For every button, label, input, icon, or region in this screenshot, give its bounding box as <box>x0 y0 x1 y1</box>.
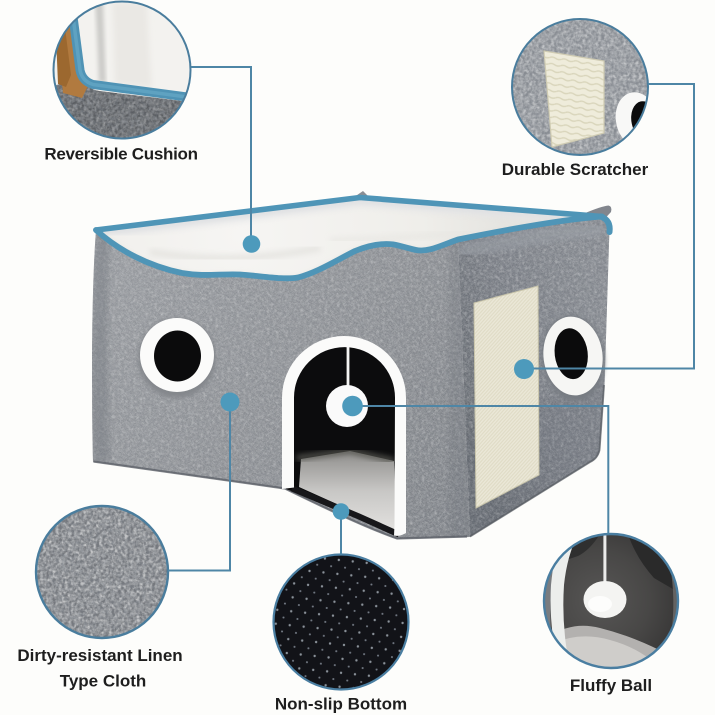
svg-text:Reversible Cushion: Reversible Cushion <box>44 145 197 164</box>
svg-text:Dirty-resistant Linen: Dirty-resistant Linen <box>17 646 182 665</box>
svg-text:Non-slip Bottom: Non-slip Bottom <box>275 695 407 714</box>
svg-text:Durable Scratcher: Durable Scratcher <box>502 160 649 179</box>
svg-text:Type Cloth: Type Cloth <box>60 672 147 691</box>
svg-text:Fluffy Ball: Fluffy Ball <box>570 676 652 695</box>
